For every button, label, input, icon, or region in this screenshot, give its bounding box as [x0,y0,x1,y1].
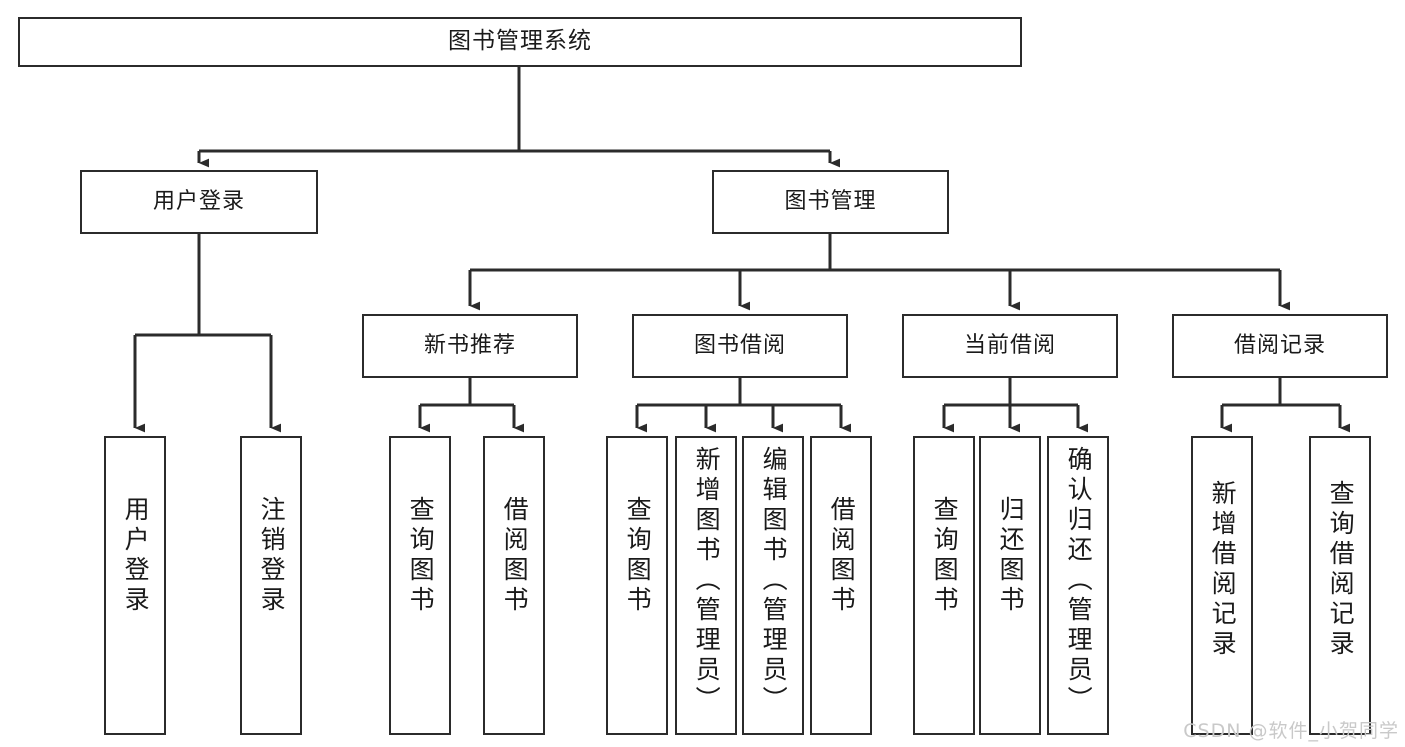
node-label: 新增借阅记录 [1208,480,1238,660]
node-label: 借阅图书 [827,496,857,616]
node-borrowing-record[interactable]: 借阅记录 [1172,314,1388,378]
node-label: 编辑图书（管理员） [759,446,789,716]
node-root-system[interactable]: 图书管理系统 [18,17,1022,67]
node-label: 新书推荐 [423,333,516,359]
node-label: 图书管理系统 [448,28,592,55]
node-label: 用户登录 [121,496,151,616]
node-label: 借阅图书 [500,496,530,616]
leaf-query-book-current[interactable]: 查询图书 [913,436,975,735]
leaf-add-borrow-record[interactable]: 新增借阅记录 [1191,436,1253,735]
node-book-management[interactable]: 图书管理 [712,170,949,234]
leaf-query-borrow-record[interactable]: 查询借阅记录 [1309,436,1371,735]
node-label: 用户登录 [152,189,245,215]
node-label: 借阅记录 [1233,333,1326,359]
leaf-query-book-new[interactable]: 查询图书 [389,436,451,735]
leaf-logout[interactable]: 注销登录 [240,436,302,735]
leaf-user-login[interactable]: 用户登录 [104,436,166,735]
leaf-edit-book-admin[interactable]: 编辑图书（管理员） [742,436,804,735]
watermark-text: CSDN @软件_小贺同学 [1183,720,1399,742]
node-current-borrowing[interactable]: 当前借阅 [902,314,1118,378]
node-book-borrowing[interactable]: 图书借阅 [632,314,848,378]
leaf-query-book-borrow[interactable]: 查询图书 [606,436,668,735]
leaf-borrow-book-new[interactable]: 借阅图书 [483,436,545,735]
node-label: 查询图书 [930,496,960,616]
node-label: 当前借阅 [963,333,1056,359]
node-label: 新增图书（管理员） [692,446,722,716]
node-label: 查询借阅记录 [1326,480,1356,660]
leaf-borrow-book[interactable]: 借阅图书 [810,436,872,735]
leaf-return-book[interactable]: 归还图书 [979,436,1041,735]
node-label: 图书借阅 [693,333,786,359]
node-label: 查询图书 [406,496,436,616]
node-new-book-recommendation[interactable]: 新书推荐 [362,314,578,378]
leaf-add-book-admin[interactable]: 新增图书（管理员） [675,436,737,735]
leaf-confirm-return-admin[interactable]: 确认归还（管理员） [1047,436,1109,735]
node-label: 确认归还（管理员） [1064,446,1094,716]
node-label: 归还图书 [996,496,1026,616]
node-label: 注销登录 [257,496,287,616]
node-label: 查询图书 [623,496,653,616]
node-label: 图书管理 [784,189,877,215]
node-user-login[interactable]: 用户登录 [80,170,318,234]
